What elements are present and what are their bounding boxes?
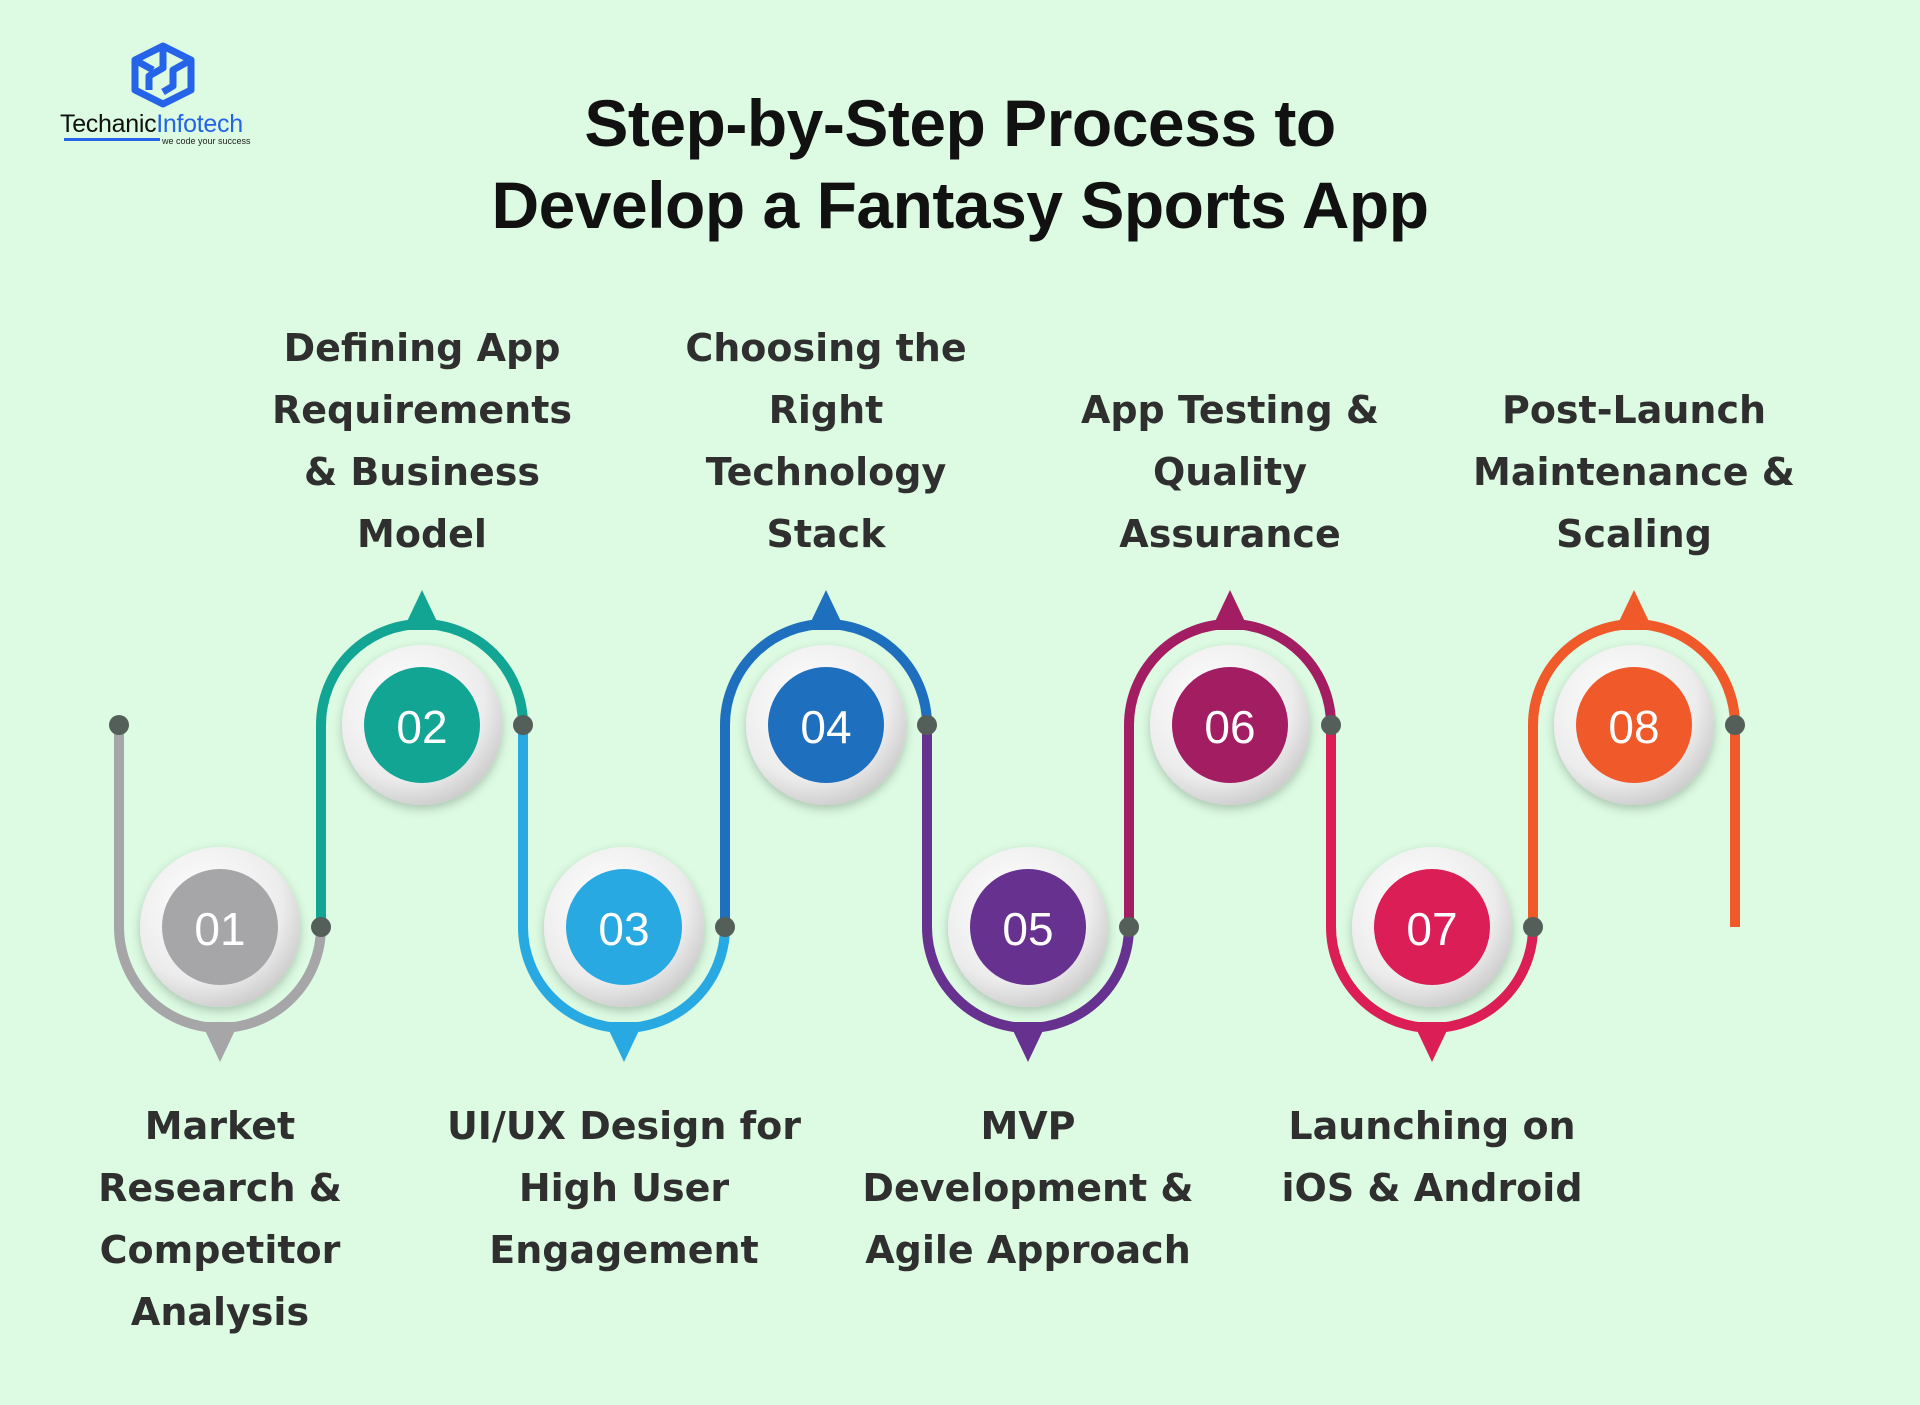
brand-name-dark: Techanic [60, 110, 157, 138]
step-circle-05 [970, 869, 1086, 985]
pointer-arrow-07 [1413, 1022, 1451, 1062]
step-label-line: Technology [705, 450, 947, 494]
junction-dot [109, 715, 129, 735]
step-number-02: 02 [396, 701, 447, 753]
step-label-line: Maintenance & [1473, 450, 1795, 494]
pointer-arrow-02 [403, 590, 441, 630]
step-label-line: Engagement [489, 1228, 759, 1272]
step-label-line: Agile Approach [865, 1228, 1191, 1272]
step-label-line: MVP [980, 1104, 1076, 1148]
step-label-line: iOS & Android [1281, 1166, 1583, 1210]
step-circle-03 [566, 869, 682, 985]
step-circle-04 [768, 667, 884, 783]
junction-dot [715, 917, 735, 937]
step-label-line: Requirements [271, 388, 573, 432]
step-label-line: Right [768, 388, 884, 432]
step-circle-06 [1172, 667, 1288, 783]
junction-dot [1321, 715, 1341, 735]
step-label-line: Model [357, 512, 487, 556]
cube-logo-icon [131, 42, 195, 108]
pointer-arrow-04 [807, 590, 845, 630]
step-label-line: Choosing the [685, 326, 967, 370]
step-label-line: Analysis [130, 1290, 310, 1334]
step-label-line: Quality [1153, 450, 1307, 494]
pointer-arrow-06 [1211, 590, 1249, 630]
step-label-line: Development & [862, 1166, 1194, 1210]
step-number-08: 08 [1608, 701, 1659, 753]
junction-dot [311, 917, 331, 937]
junction-dot [1119, 917, 1139, 937]
step-label-line: High User [518, 1166, 730, 1210]
step-label-line: UI/UX Design for [446, 1104, 802, 1148]
brand-name-accent: Infotech [156, 110, 243, 138]
step-label-line: Launching on [1288, 1104, 1576, 1148]
pointer-arrow-03 [605, 1022, 643, 1062]
brand-logo: TechanicInfotech we code your success [60, 40, 280, 150]
step-label-line: Post-Launch [1501, 388, 1767, 432]
step-number-06: 06 [1204, 701, 1255, 753]
step-label-line: App Testing & [1080, 388, 1380, 432]
brand-name: TechanicInfotech [60, 110, 243, 139]
page-title-line-2: Develop a Fantasy Sports App [491, 168, 1429, 242]
junction-dot [1523, 917, 1543, 937]
step-label-line: Stack [766, 512, 886, 556]
step-circle-02 [364, 667, 480, 783]
step-number-05: 05 [1002, 903, 1053, 955]
step-label-line: Defining App [283, 326, 561, 370]
brand-underline [64, 138, 160, 141]
step-label-line: Competitor [99, 1228, 341, 1272]
step-number-04: 04 [800, 701, 851, 753]
pointer-arrow-05 [1009, 1022, 1047, 1062]
page-title-line-1: Step-by-Step Process to [584, 86, 1336, 160]
step-label-line: Assurance [1119, 512, 1341, 556]
junction-dot [513, 715, 533, 735]
step-label-line: Market [144, 1104, 296, 1148]
step-label-07: Launching on iOS & Android [1252, 1095, 1612, 1219]
step-number-03: 03 [598, 903, 649, 955]
step-number-01: 01 [194, 903, 245, 955]
step-number-07: 07 [1406, 903, 1457, 955]
step-label-line: Scaling [1556, 512, 1712, 556]
junction-dot [917, 715, 937, 735]
brand-tagline: we code your success [162, 136, 251, 146]
pointer-arrow-08 [1615, 590, 1653, 630]
step-circle-08 [1576, 667, 1692, 783]
step-label-05: MVP Development & Agile Approach [848, 1095, 1208, 1281]
junction-dot [1725, 715, 1745, 735]
step-circle-07 [1374, 869, 1490, 985]
pointer-arrow-01 [201, 1022, 239, 1062]
step-label-line: Research & [98, 1166, 342, 1210]
step-label-line: & Business [303, 450, 541, 494]
page-title: Step-by-Step Process to Develop a Fantas… [0, 82, 1920, 246]
step-circle-01 [162, 869, 278, 985]
